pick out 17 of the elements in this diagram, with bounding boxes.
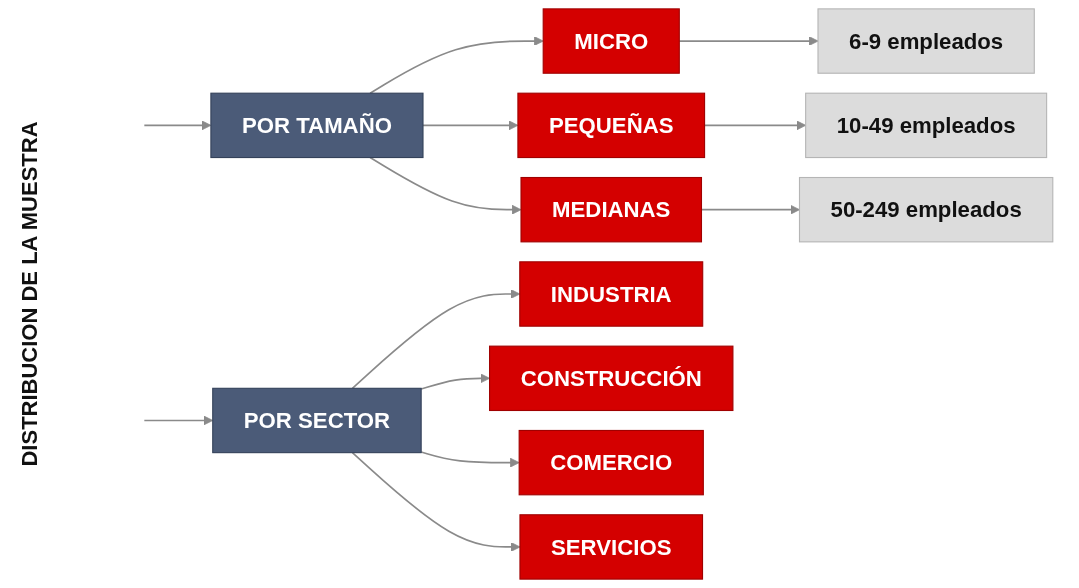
node-box: 6-9 empleados [817, 8, 1035, 74]
arrow [369, 36, 544, 94]
node-box: INDUSTRIA [519, 261, 704, 327]
arrow [420, 373, 490, 390]
node-box: 50-249 empleados [798, 176, 1054, 243]
node-box: POR SECTOR [212, 387, 422, 454]
node-box: CONSTRUCCIÓN [489, 345, 734, 412]
node-box: COMERCIO [518, 429, 704, 496]
node-box: PEQUEÑAS [517, 92, 706, 159]
arrow [420, 451, 520, 468]
node-box: MICRO [542, 8, 680, 74]
node-box: POR TAMAÑO [210, 92, 424, 159]
vertical-heading: DISTRIBUCION DE LA MUESTRA [17, 121, 43, 467]
node-box: 10-49 empleados [805, 92, 1048, 159]
node-box: SERVICIOS [519, 514, 704, 580]
node-box: MEDIANAS [520, 176, 703, 243]
arrow [369, 156, 522, 215]
